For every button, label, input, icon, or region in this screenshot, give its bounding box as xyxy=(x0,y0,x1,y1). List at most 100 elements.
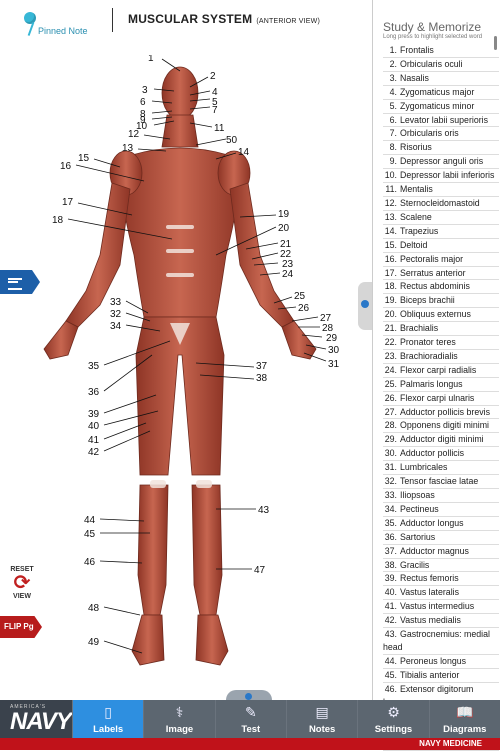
figure-label-21[interactable]: 21 xyxy=(280,239,292,250)
figure-label-13[interactable]: 13 xyxy=(122,143,134,154)
figure-label-48[interactable]: 48 xyxy=(88,603,100,614)
figure-label-3[interactable]: 3 xyxy=(142,85,148,96)
figure-label-10[interactable]: 10 xyxy=(136,121,148,132)
list-item[interactable]: 29.Adductor digiti minimi xyxy=(383,433,499,448)
list-item[interactable]: 32.Tensor fasciae latae xyxy=(383,475,499,489)
panel-scrollbar[interactable] xyxy=(494,36,497,50)
list-item[interactable]: 22.Pronator teres xyxy=(383,336,499,350)
figure-label-41[interactable]: 41 xyxy=(88,435,100,446)
list-item[interactable]: 35.Adductor longus xyxy=(383,517,499,531)
figure-label-42[interactable]: 42 xyxy=(88,447,100,458)
muscle-figure[interactable]: 1 2 3 4 5 6 7 8 9 10 11 12 13 50 14 15 1… xyxy=(20,53,360,695)
list-item[interactable]: 16.Pectoralis major xyxy=(383,253,499,267)
list-item[interactable]: 14.Trapezius xyxy=(383,225,499,239)
figure-label-6[interactable]: 6 xyxy=(140,97,146,108)
list-item[interactable]: 18.Rectus abdominis xyxy=(383,280,499,295)
figure-label-32[interactable]: 32 xyxy=(110,309,122,320)
list-item[interactable]: 1.Frontalis xyxy=(383,44,499,58)
figure-label-29[interactable]: 29 xyxy=(326,333,338,344)
figure-label-49[interactable]: 49 xyxy=(88,637,100,648)
figure-label-37[interactable]: 37 xyxy=(256,361,268,372)
list-item[interactable]: 8.Risorius xyxy=(383,141,499,156)
list-item[interactable]: 41.Vastus intermedius xyxy=(383,600,499,615)
figure-label-35[interactable]: 35 xyxy=(88,361,100,372)
list-item[interactable]: 36.Sartorius xyxy=(383,531,499,545)
figure-label-9[interactable]: 9 xyxy=(140,115,146,126)
figure-label-38[interactable]: 38 xyxy=(256,373,268,384)
list-item[interactable]: 13.Scalene xyxy=(383,211,499,225)
list-item[interactable]: 30.Adductor pollicis xyxy=(383,447,499,462)
figure-label-20[interactable]: 20 xyxy=(278,223,290,234)
figure-label-22[interactable]: 22 xyxy=(280,249,292,260)
figure-label-43[interactable]: 43 xyxy=(258,505,270,516)
figure-label-7[interactable]: 7 xyxy=(212,105,218,116)
list-item[interactable]: 9.Depressor anguli oris xyxy=(383,155,499,170)
reset-view-button[interactable]: RESET ⟳ VIEW xyxy=(4,566,40,600)
list-item[interactable]: 5.Zygomaticus minor xyxy=(383,100,499,114)
list-item[interactable]: 38.Gracilis xyxy=(383,559,499,573)
figure-label-5[interactable]: 5 xyxy=(212,97,218,108)
list-item[interactable]: 15.Deltoid xyxy=(383,239,499,253)
list-item[interactable]: 27.Adductor pollicis brevis xyxy=(383,406,499,420)
figure-label-24[interactable]: 24 xyxy=(282,269,294,280)
figure-label-46[interactable]: 46 xyxy=(84,557,96,568)
list-item[interactable]: 45.Tibialis anterior xyxy=(383,669,499,683)
list-item[interactable]: 17.Serratus anterior xyxy=(383,267,499,281)
list-item[interactable]: 23.Brachioradialis xyxy=(383,350,499,364)
list-item[interactable]: 12.Sternocleidomastoid xyxy=(383,197,499,211)
list-item[interactable]: 7.Orbicularis oris xyxy=(383,127,499,142)
list-item[interactable]: 28.Opponens digiti minimi xyxy=(383,419,499,434)
tab-notes[interactable]: ▤ Notes xyxy=(285,700,358,738)
tab-diagrams[interactable]: 📖 Diagrams xyxy=(428,700,500,738)
figure-label-2[interactable]: 2 xyxy=(210,71,216,82)
figure-label-15[interactable]: 15 xyxy=(78,153,90,164)
figure-label-40[interactable]: 40 xyxy=(88,421,100,432)
list-item[interactable]: 25.Palmaris longus xyxy=(383,378,499,392)
list-item[interactable]: 11.Mentalis xyxy=(383,183,499,197)
figure-label-33[interactable]: 33 xyxy=(110,297,122,308)
figure-label-31[interactable]: 31 xyxy=(328,359,340,370)
list-item[interactable]: 4.Zygomaticus major xyxy=(383,86,499,100)
figure-label-45[interactable]: 45 xyxy=(84,529,96,540)
list-item[interactable]: 42.Vastus medialis xyxy=(383,614,499,629)
tab-settings[interactable]: ⚙ Settings xyxy=(357,700,429,738)
list-item[interactable]: 10.Depressor labii inferioris xyxy=(383,169,499,184)
tab-test[interactable]: ✎ Test xyxy=(214,700,286,738)
list-item[interactable]: 43.Gastrocnemius: medial head xyxy=(383,628,499,655)
list-item[interactable]: 39.Rectus femoris xyxy=(383,572,499,587)
figure-label-30[interactable]: 30 xyxy=(328,345,340,356)
figure-label-19[interactable]: 19 xyxy=(278,209,290,220)
figure-label-34[interactable]: 34 xyxy=(110,321,122,332)
flip-page-button[interactable]: FLIP Pg xyxy=(0,616,42,638)
toolbar-toggle-handle[interactable] xyxy=(226,690,272,702)
list-item[interactable]: 19.Biceps brachii xyxy=(383,294,499,309)
side-menu-tab[interactable] xyxy=(0,270,40,294)
list-item[interactable]: 33.Iliopsoas xyxy=(383,489,499,503)
figure-label-23[interactable]: 23 xyxy=(282,259,294,270)
figure-label-4[interactable]: 4 xyxy=(212,87,218,98)
figure-label-17[interactable]: 17 xyxy=(62,197,74,208)
list-item[interactable]: 24.Flexor carpi radialis xyxy=(383,364,499,378)
figure-label-16[interactable]: 16 xyxy=(60,161,72,172)
list-item[interactable]: 34.Pectineus xyxy=(383,503,499,517)
list-item[interactable]: 44.Peroneus longus xyxy=(383,655,499,669)
list-item[interactable]: 26.Flexor carpi ulnaris xyxy=(383,392,499,406)
tab-image[interactable]: ⚕ Image xyxy=(143,700,215,738)
list-item[interactable]: 2.Orbicularis oculi xyxy=(383,58,499,72)
pinned-note[interactable]: Pinned Note xyxy=(18,8,98,48)
list-item[interactable]: 20.Obliquus externus xyxy=(383,308,499,323)
list-item[interactable]: 31.Lumbricales xyxy=(383,461,499,476)
figure-label-36[interactable]: 36 xyxy=(88,387,100,398)
figure-label-1[interactable]: 1 xyxy=(148,53,154,64)
figure-label-27[interactable]: 27 xyxy=(320,313,332,324)
figure-label-12[interactable]: 12 xyxy=(128,129,140,140)
list-item[interactable]: 37.Adductor magnus xyxy=(383,545,499,559)
figure-label-14[interactable]: 14 xyxy=(238,147,250,158)
list-item[interactable]: 3.Nasalis xyxy=(383,72,499,86)
figure-label-50[interactable]: 50 xyxy=(226,135,238,146)
figure-label-18[interactable]: 18 xyxy=(52,215,64,226)
figure-label-28[interactable]: 28 xyxy=(322,323,334,334)
figure-label-47[interactable]: 47 xyxy=(254,565,266,576)
tab-labels[interactable]: ▯ Labels xyxy=(72,700,144,738)
panel-toggle-handle[interactable] xyxy=(358,282,372,330)
